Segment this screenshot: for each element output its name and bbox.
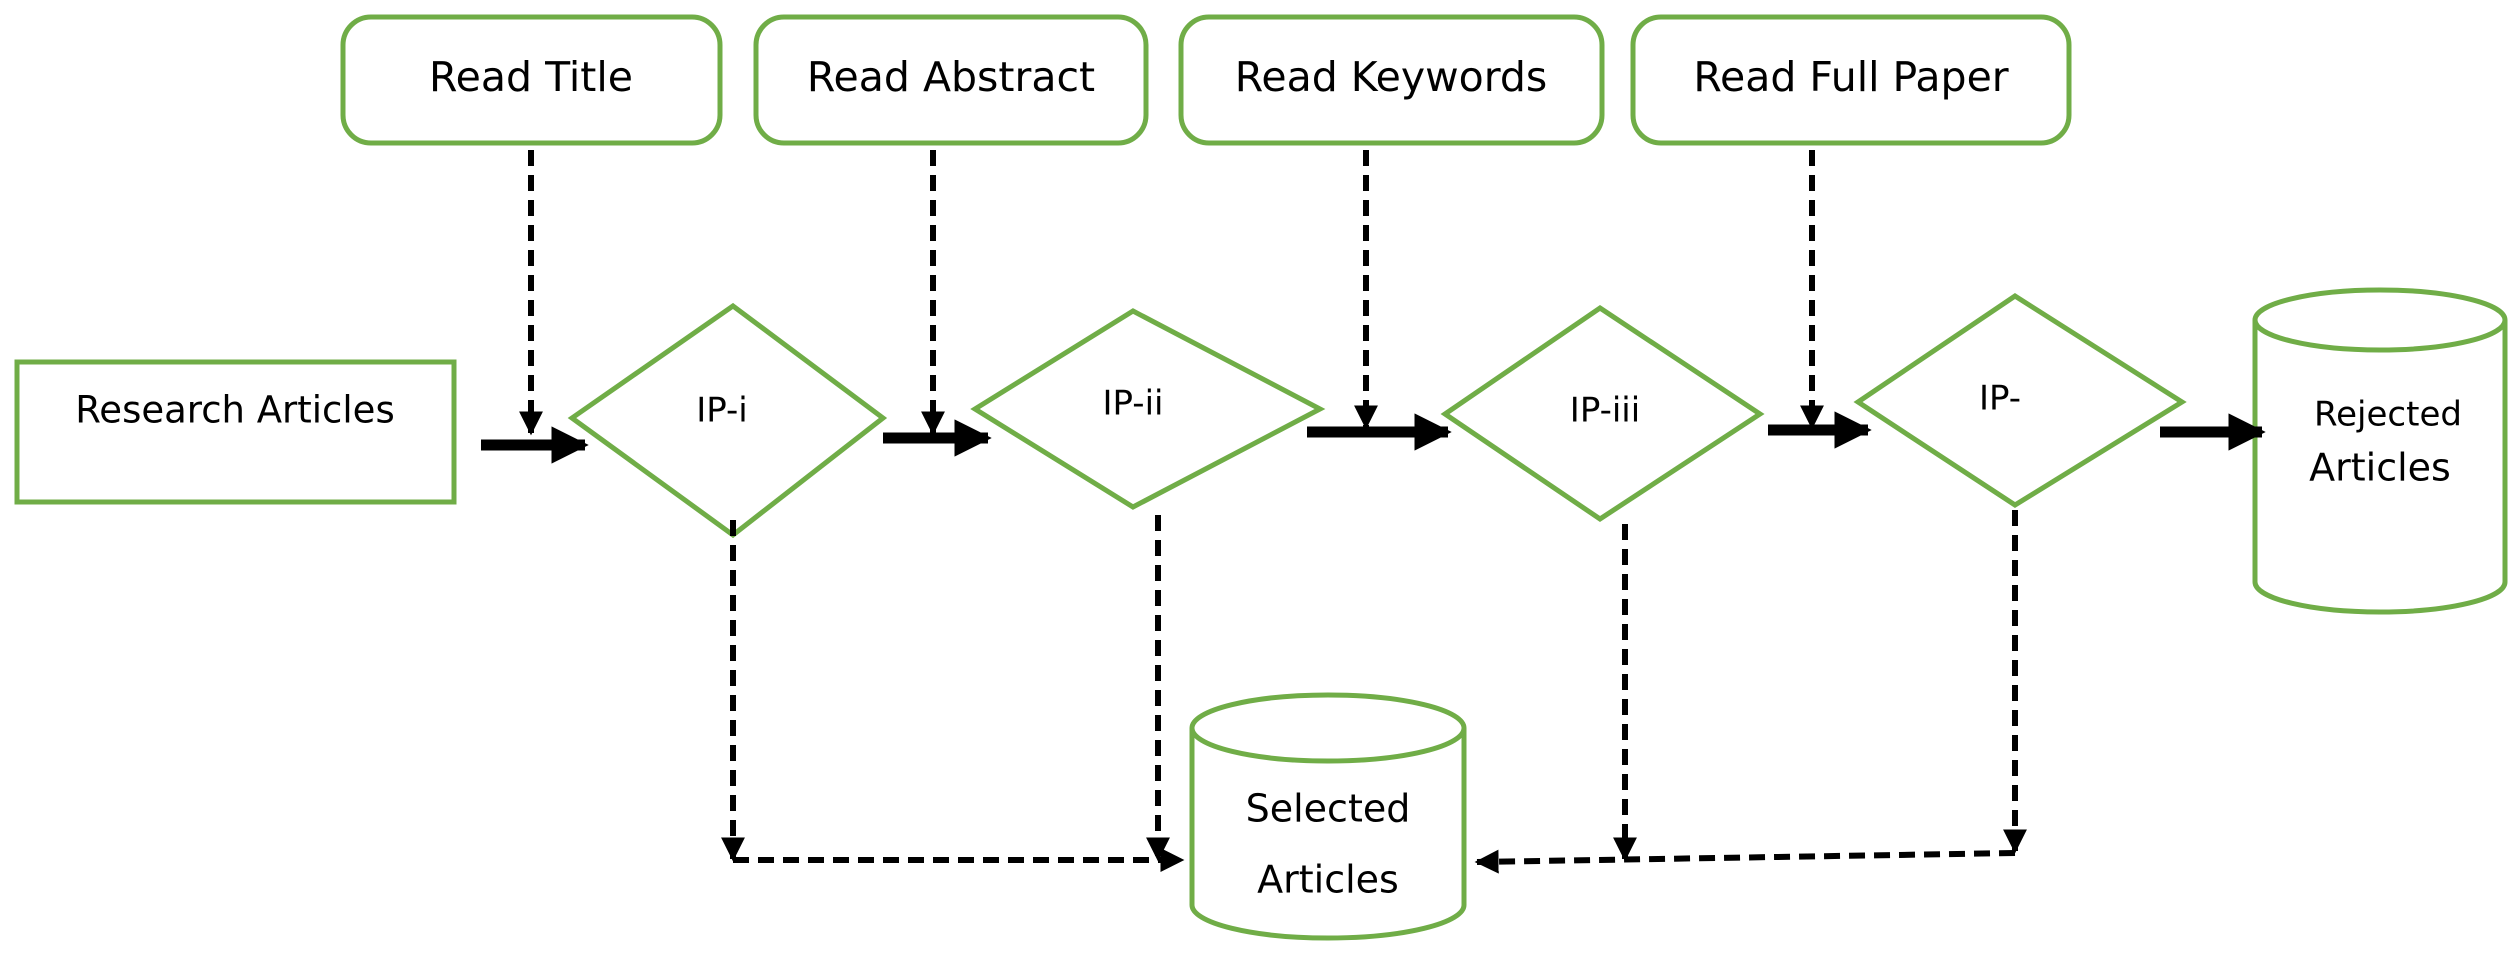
research-articles-label: Research Articles: [75, 389, 394, 432]
dashed-right-connector-to-selected: [1474, 849, 2016, 874]
selected-label-line2: Articles: [1257, 858, 1399, 902]
rejected-label-line2: Articles: [2309, 446, 2451, 490]
reader-box-title: Read Title: [340, 14, 723, 146]
decision-ip-iii: IP-iii: [1440, 304, 1765, 523]
decision-ip-ii: IP-ii: [970, 308, 1326, 510]
reader-box-full-paper: Read Full Paper: [1630, 14, 2072, 146]
reader-label-title: Read Title: [429, 53, 633, 101]
research-articles-box: Research Articles: [14, 359, 457, 505]
reader-box-keywords: Read Keywords: [1178, 14, 1605, 146]
decision-label-ip-i: IP-i: [696, 391, 748, 431]
reader-label-keywords: Read Keywords: [1235, 53, 1548, 101]
selected-articles-cylinder: Selected Articles: [1189, 692, 1467, 941]
decision-ip-iv: IP-: [1853, 293, 2187, 508]
rejected-label-line1: Rejected: [2314, 395, 2462, 435]
selected-label-line1: Selected: [1246, 787, 1411, 831]
reader-label-full-paper: Read Full Paper: [1693, 53, 2008, 101]
decision-label-ip-ii: IP-ii: [1103, 384, 1164, 424]
reader-label-abstract: Read Abstract: [807, 53, 1095, 101]
rejected-articles-cylinder: Rejected Articles: [2252, 287, 2508, 615]
decision-label-ip-iv: IP-: [1979, 379, 2021, 419]
reader-box-abstract: Read Abstract: [753, 14, 1149, 146]
decision-label-ip-iii: IP-iii: [1570, 391, 1640, 431]
decision-ip-i: IP-i: [567, 302, 888, 539]
